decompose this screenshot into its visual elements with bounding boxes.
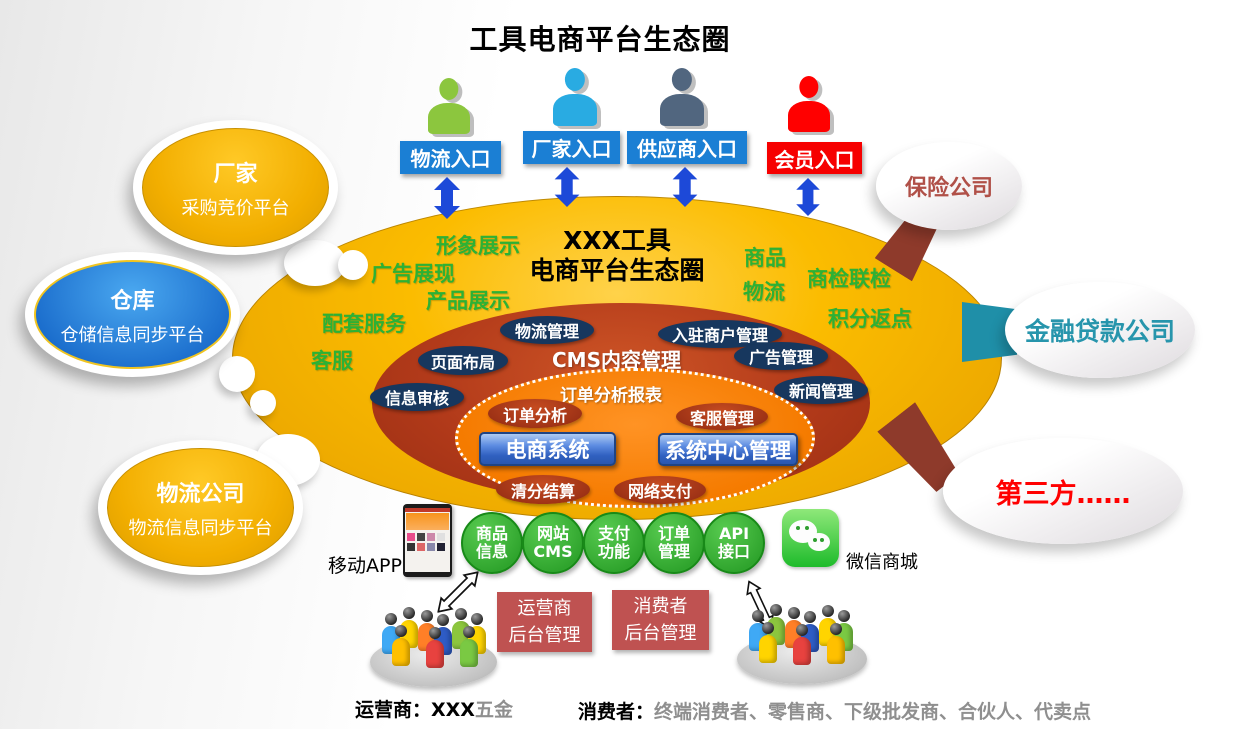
supplier-user-icon (660, 68, 704, 126)
wechat-mall-label: 微信商城 (846, 552, 918, 573)
double-arrow-icon (434, 177, 460, 219)
label-product-display: 产品展示 (426, 289, 510, 313)
logistics-company-cloud: 物流公司 物流信息同步平台 (98, 440, 303, 575)
bubble-net-payment: 网络支付 (614, 476, 706, 504)
operator-admin-box: 运营商后台管理 (497, 592, 592, 652)
operator-crowd-icon (376, 598, 506, 678)
main-ellipse-title: XXX工具 电商平台生态圈 (497, 226, 737, 286)
label-support-service: 配套服务 (322, 312, 406, 336)
consumer-crowd-icon (743, 595, 873, 675)
label-ad-display: 广告展现 (371, 262, 455, 286)
logistics-entry-box: 物流入口 (400, 141, 501, 174)
label-image-display: 形象展示 (436, 234, 520, 258)
double-arrow-icon (795, 178, 821, 216)
factory-cloud-title: 厂家 (213, 161, 258, 187)
system-center-button: 系统中心管理 (658, 433, 798, 466)
main-title-line2: 电商平台生态圈 (529, 256, 705, 285)
main-title-line1: XXX工具 (563, 226, 671, 255)
pill-ad-mgmt: 广告管理 (734, 342, 828, 370)
mobile-app-label: 移动APP (328, 555, 402, 577)
cloud-bubble (338, 250, 368, 280)
bubble-order-analysis: 订单分析 (488, 399, 582, 428)
bubble-cs-mgmt: 客服管理 (676, 403, 768, 430)
operator-caption: 运营商：XXX五金 (355, 699, 513, 721)
logistics-user-icon (428, 78, 470, 134)
cloud-bubble (284, 240, 346, 286)
wechat-icon (782, 509, 839, 567)
factory-user-icon (553, 68, 597, 126)
cloud-bubble (250, 390, 276, 416)
label-customer-service: 客服 (311, 349, 353, 373)
report-label: 订单分析报表 (560, 386, 662, 406)
bubble-clearing: 清分结算 (496, 475, 590, 504)
factory-entry-box: 厂家入口 (523, 131, 620, 164)
warehouse-cloud: 仓库 仓储信息同步平台 (25, 252, 240, 377)
page-title: 工具电商平台生态圈 (469, 23, 731, 56)
double-arrow-icon (672, 167, 698, 207)
warehouse-cloud-title: 仓库 (110, 288, 155, 314)
finance-cloud: 金融贷款公司 (1005, 282, 1195, 378)
cloud-bubble (219, 356, 255, 392)
pill-page-layout: 页面布局 (418, 346, 508, 375)
supplier-entry-box: 供应商入口 (627, 131, 747, 164)
module-payment: 支付功能 (583, 512, 645, 574)
label-logistics: 物流 (743, 280, 785, 304)
mobile-app-screenshot-icon (403, 504, 452, 577)
factory-cloud-subtitle: 采购竞价平台 (181, 197, 290, 219)
member-entry-box: 会员入口 (767, 142, 862, 174)
module-order-mgmt: 订单管理 (643, 512, 705, 574)
label-inspection: 商检联检 (807, 267, 891, 291)
label-goods: 商品 (744, 246, 786, 270)
ecommerce-system-button: 电商系统 (479, 432, 616, 466)
factory-cloud: 厂家 采购竞价平台 (133, 120, 338, 255)
double-arrow-icon (554, 167, 580, 207)
logistics-cloud-title: 物流公司 (156, 481, 245, 507)
thirdparty-cloud: 第三方…… (943, 438, 1183, 544)
insurance-cloud: 保险公司 (876, 142, 1022, 230)
pill-news-mgmt: 新闻管理 (774, 376, 868, 404)
pill-logistics-mgmt: 物流管理 (500, 316, 594, 344)
consumer-caption: 消费者：终端消费者、零售商、下级批发商、合伙人、代卖点 (578, 701, 1092, 723)
double-arrow-icon (428, 562, 487, 621)
pill-info-review: 信息审核 (370, 383, 464, 411)
logistics-cloud-subtitle: 物流信息同步平台 (128, 517, 273, 539)
member-user-icon (788, 76, 830, 132)
warehouse-cloud-subtitle: 仓储信息同步平台 (60, 324, 205, 346)
label-points-rebate: 积分返点 (828, 307, 912, 331)
consumer-admin-box: 消费者后台管理 (612, 590, 709, 650)
